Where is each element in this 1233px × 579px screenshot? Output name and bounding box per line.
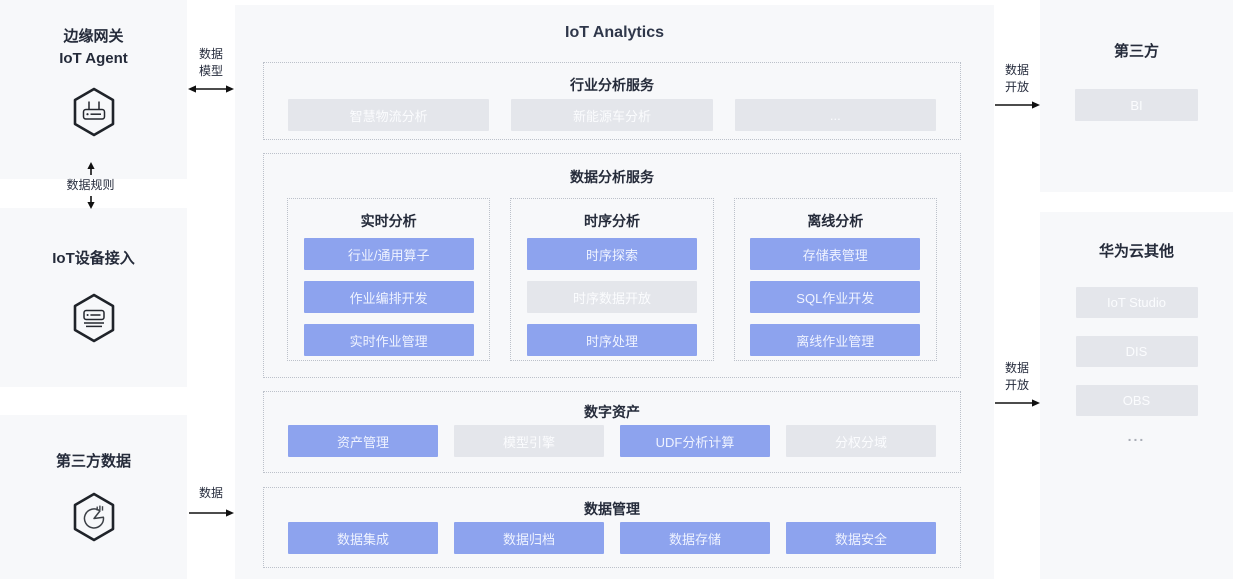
feature-chip: 分权分域 xyxy=(786,425,936,457)
section-industry-analytics: 行业分析服务 智慧物流分析 新能源车分析 ... xyxy=(263,62,961,140)
column-title: 时序分析 xyxy=(583,213,640,229)
feature-chip: 数据集成 xyxy=(288,522,438,554)
feature-chip: 作业编排开发 xyxy=(303,281,474,313)
column-offline-analytics: 离线分析 存储表管理 SQL作业开发 离线作业管理 xyxy=(733,198,937,361)
connector-data-open-top: 数据 开放 xyxy=(994,62,1040,110)
feature-chip-more: ... xyxy=(734,99,936,131)
panel-third-party-data: 第三方数据 xyxy=(0,415,187,579)
column-title: 实时分析 xyxy=(360,213,417,229)
section-data-management: 数据管理 数据集成 数据归档 数据存储 数据安全 xyxy=(263,487,961,568)
feature-chip: 智慧物流分析 xyxy=(288,99,490,131)
connector-data-in: 数据 xyxy=(188,485,234,518)
feature-chip: 时序数据开放 xyxy=(526,281,697,313)
arrow-down-icon xyxy=(86,196,95,209)
connector-label: 数据规则 xyxy=(66,178,115,192)
chip-row: 智慧物流分析 新能源车分析 ... xyxy=(288,99,936,131)
feature-chip: SQL作业开发 xyxy=(750,281,921,313)
section-data-analytics: 数据分析服务 实时分析 行业/通用算子 作业编排开发 实时作业管理 时序分析 时… xyxy=(263,153,961,378)
panel-title: 第三方 xyxy=(1113,43,1159,60)
feature-chip: BI xyxy=(1075,89,1198,121)
feature-chip: 时序处理 xyxy=(526,324,697,356)
panel-third-party: 第三方 BI xyxy=(1040,0,1233,192)
feature-chip: 模型引擎 xyxy=(454,425,604,457)
column-title: 离线分析 xyxy=(807,213,864,229)
arrow-up-icon xyxy=(86,162,95,175)
feature-chip: 时序探索 xyxy=(526,238,697,270)
section-digital-assets: 数字资产 资产管理 模型引擎 UDF分析计算 分权分域 xyxy=(263,391,961,473)
arrow-right-icon xyxy=(189,509,234,517)
chip-row: 资产管理 模型引擎 UDF分析计算 分权分域 xyxy=(288,425,936,457)
connector-label: 数据 xyxy=(198,486,223,500)
panel-title-line: 第三方数据 xyxy=(55,453,131,470)
feature-chip: 数据安全 xyxy=(786,522,936,554)
pie-data-icon xyxy=(0,491,187,548)
connector-data-open-bottom: 数据 开放 xyxy=(994,360,1040,408)
feature-chip: IoT Studio xyxy=(1075,287,1198,318)
arrow-right-icon xyxy=(995,101,1040,109)
section-title: 数据分析服务 xyxy=(570,169,654,185)
feature-chip: 存储表管理 xyxy=(750,238,921,270)
connector-label: 数据 xyxy=(198,47,223,61)
arrow-right-icon xyxy=(995,399,1040,407)
panel-title: IoT设备接入 xyxy=(0,208,187,270)
device-access-icon xyxy=(0,292,187,349)
connector-label: 数据 xyxy=(1004,63,1029,77)
panel-title: 华为云其他 xyxy=(1098,243,1174,260)
chip-row: 数据集成 数据归档 数据存储 数据安全 xyxy=(288,522,936,554)
gateway-icon xyxy=(0,86,187,143)
panel-title-line: IoT设备接入 xyxy=(52,250,135,267)
more-ellipsis: ... xyxy=(1127,428,1146,444)
section-title: 数据管理 xyxy=(584,501,640,517)
panel-edge-gateway: 边缘网关 IoT Agent xyxy=(0,0,187,179)
panel-title: 第三方数据 xyxy=(0,415,187,473)
analytics-columns: 实时分析 行业/通用算子 作业编排开发 实时作业管理 时序分析 时序探索 时序数… xyxy=(287,198,937,361)
feature-chip: 数据归档 xyxy=(454,522,604,554)
feature-chip: 行业/通用算子 xyxy=(303,238,474,270)
section-title: 行业分析服务 xyxy=(570,77,654,93)
connector-data-model: 数据 模型 xyxy=(188,46,234,94)
feature-chip: 离线作业管理 xyxy=(750,324,921,356)
page-title: IoT Analytics xyxy=(565,24,664,41)
panel-title-line: 边缘网关 xyxy=(63,28,124,45)
connector-data-rules: 数据规则 xyxy=(27,162,154,209)
feature-chip: 数据存储 xyxy=(620,522,770,554)
panel-iot-device-access: IoT设备接入 xyxy=(0,208,187,387)
connector-label: 数据 xyxy=(1004,361,1029,375)
column-timeseries-analytics: 时序分析 时序探索 时序数据开放 时序处理 xyxy=(510,198,714,361)
feature-chip: 资产管理 xyxy=(288,425,438,457)
panel-title-line: IoT Agent xyxy=(59,50,128,67)
feature-chip: UDF分析计算 xyxy=(620,425,770,457)
panel-huawei-cloud-others: 华为云其他 IoT Studio DIS OBS ... xyxy=(1040,212,1233,579)
feature-chip: 实时作业管理 xyxy=(303,324,474,356)
feature-chip: 新能源车分析 xyxy=(511,99,713,131)
connector-label: 开放 xyxy=(1004,80,1029,94)
connector-label: 开放 xyxy=(1004,378,1029,392)
panel-title: 边缘网关 IoT Agent xyxy=(0,0,187,70)
panel-iot-analytics: IoT Analytics 行业分析服务 智慧物流分析 新能源车分析 ... 数… xyxy=(235,5,994,579)
feature-chip: OBS xyxy=(1075,385,1198,416)
feature-chip: DIS xyxy=(1075,336,1198,367)
section-title: 数字资产 xyxy=(584,404,640,420)
double-arrow-icon xyxy=(188,85,234,93)
connector-label: 模型 xyxy=(198,64,223,78)
column-realtime-analytics: 实时分析 行业/通用算子 作业编排开发 实时作业管理 xyxy=(287,198,491,361)
